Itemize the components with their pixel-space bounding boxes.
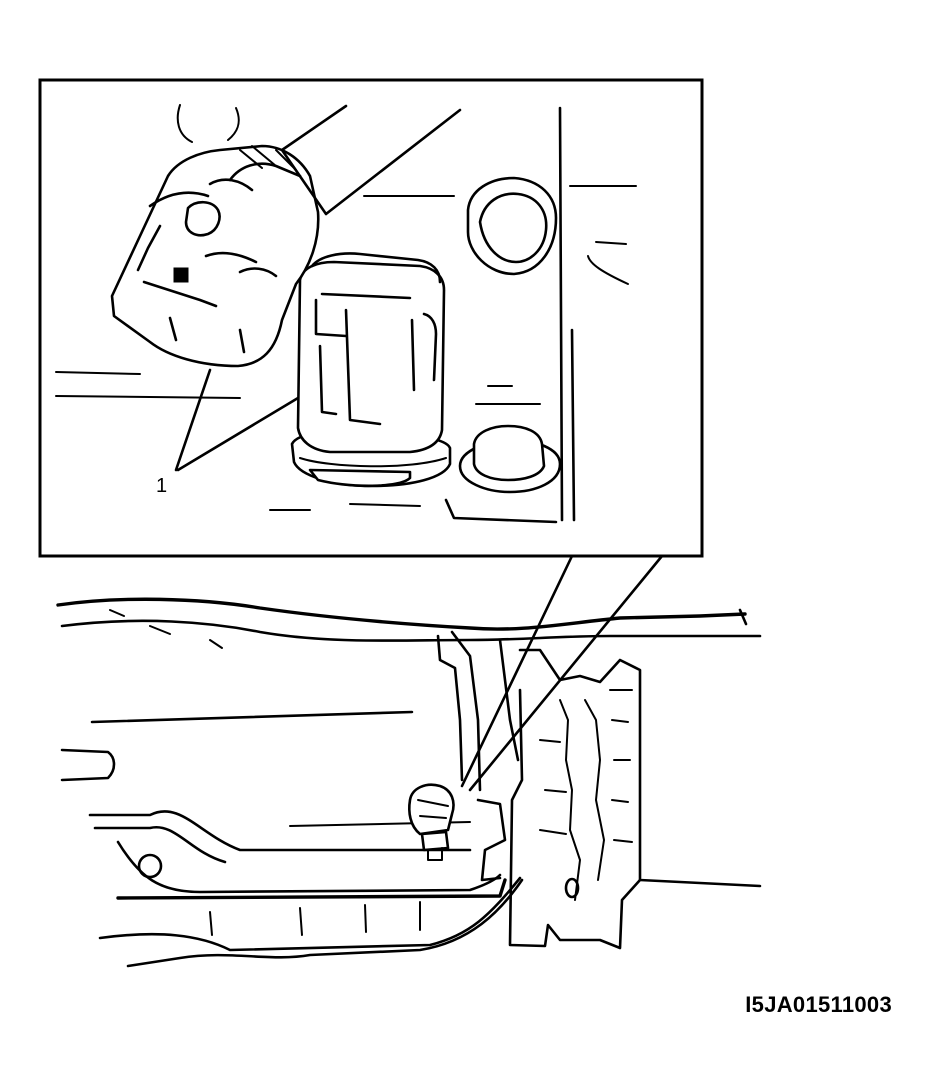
- detail-inset: 1: [38, 78, 704, 558]
- callout-label-1: 1: [156, 475, 167, 497]
- callout-leader: [174, 368, 300, 472]
- figure-code: I5JA01511003: [745, 992, 892, 1017]
- hand-with-connector: [110, 144, 320, 368]
- plug-lower: [458, 424, 562, 494]
- zoom-leader-lines: [460, 554, 664, 792]
- plug-upper: [466, 176, 558, 276]
- arm-sleeve: [280, 104, 462, 216]
- transmission-view: [56, 597, 762, 968]
- sensor-connector: [290, 252, 452, 488]
